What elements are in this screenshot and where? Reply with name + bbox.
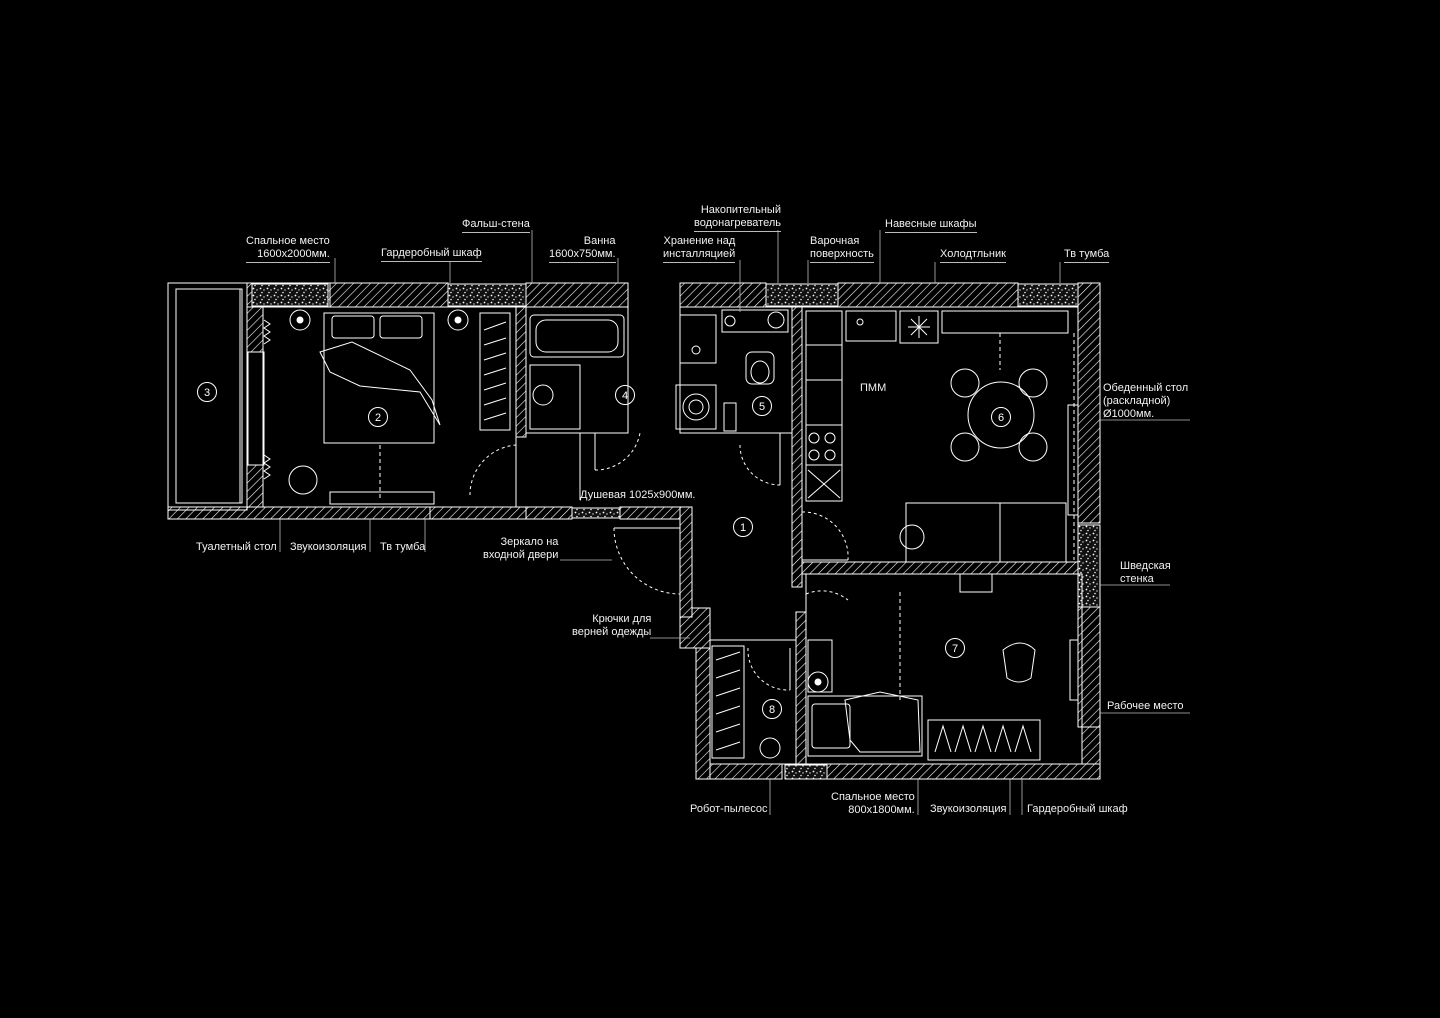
wardrobe-hangers-bottom [934,724,1032,753]
room-number-7: 7 [945,638,965,658]
label-sleeping-place-kid: Спальное место 800х1800мм. [831,791,915,816]
label-dining-table: Обеденный стол (раскладной) Ø1000мм. [1103,382,1189,420]
room-number-6: 6 [991,407,1011,427]
single-bed [807,691,923,757]
label-soundproofing-bottom: Звукоизоляция [930,803,1007,815]
room-number-3: 3 [197,382,217,402]
kitchen-cabinets [806,344,842,499]
snowflake-icon [908,316,930,338]
label-sleeping-place-main: Спальное место 1600х2000мм. [246,235,330,263]
label-wardrobe-top: Гардеробный шкаф [381,247,482,262]
room-number-4: 4 [615,385,635,405]
label-tv-stand-bottom: Тв тумба [380,541,426,553]
label-water-heater: Накопительный водонагреватель [694,204,781,232]
label-swedish-wall: Шведская стенка [1120,560,1171,585]
leader-lines [279,230,1190,815]
room-number-1: 1 [733,517,753,537]
label-hooks: Крючки для верней одежды [572,613,652,638]
label-hob: Варочная поверхность [810,235,874,263]
label-mirror-door: Зеркало на входной двери [483,536,559,561]
label-dressing-table: Туалетный стол [196,541,277,553]
dining-table [950,368,1048,462]
label-soundproofing-left: Звукоизоляция [290,541,367,553]
label-tv-stand-top: Тв тумба [1064,248,1110,263]
double-bed [319,312,441,444]
room-number-5: 5 [752,396,772,416]
label-dishwasher: ПММ [860,382,887,394]
concrete-walls [251,283,1101,780]
label-robot-vacuum: Робот-пылесос [690,803,768,815]
label-false-wall: Фальш-стена [462,218,530,233]
label-wardrobe-bottom: Гардеробный шкаф [1027,803,1128,815]
walls [167,282,1101,780]
label-fridge: Холодтльник [940,248,1006,263]
room-number-2: 2 [368,407,388,427]
room-number-8: 8 [762,699,782,719]
label-bathtub: Ванна 1600х750мм. [549,235,616,263]
label-workplace: Рабочее место [1107,700,1184,712]
balcony [167,282,265,511]
wardrobe-hangers-top [483,321,507,421]
label-shower: Душевая 1025х900мм. [580,489,696,501]
label-storage-installation: Хранение над инсталляцией [663,235,736,263]
label-wall-cabinets: Навесные шкафы [885,218,977,233]
